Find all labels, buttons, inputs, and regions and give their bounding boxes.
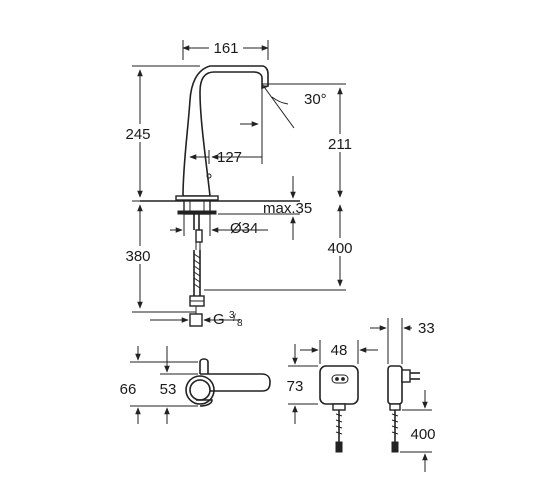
faucet-base [175, 195, 219, 201]
faucet-body [182, 65, 269, 197]
faucet-side-view [140, 65, 300, 327]
label-127: 127 [217, 149, 242, 166]
label-161: 161 [213, 40, 238, 57]
dim-angle: 30° [261, 83, 327, 130]
svg-text:/: / [233, 313, 236, 324]
dim-deck-thickness: max.35 [218, 176, 312, 240]
dim-spout-width: 161 [182, 38, 269, 60]
label-thread-den: 8 [237, 318, 243, 329]
adapter-body [319, 365, 359, 405]
label-thread-g: G [213, 311, 225, 328]
label-angle: 30° [304, 91, 327, 108]
dim-height-above-deck: 245 [118, 65, 200, 198]
dim-top-53: 53 [160, 346, 198, 424]
label-380: 380 [125, 248, 150, 265]
label-400-hose: 400 [327, 240, 352, 257]
dim-adapter-depth: 33 [370, 318, 435, 364]
faucet-top-view [185, 358, 271, 407]
label-33: 33 [418, 320, 435, 337]
label-max35: max.35 [263, 200, 312, 217]
dim-top-66: 66 [120, 346, 198, 424]
dim-hose-length: 380 [118, 200, 196, 313]
label-thread-num: 3 [229, 310, 235, 321]
dim-hole-diameter: Ø34 [170, 214, 268, 237]
dim-hose-drop: 400 [204, 204, 360, 291]
label-53: 53 [160, 381, 177, 398]
supply-hose [189, 214, 205, 307]
thread-connector [189, 313, 203, 327]
label-48: 48 [331, 342, 348, 359]
dim-adapter-height: 73 [287, 344, 318, 424]
label-73: 73 [287, 378, 304, 395]
label-400-cable: 400 [410, 426, 435, 443]
dim-spout-reach: 127 [189, 121, 263, 166]
label-211: 211 [328, 136, 352, 153]
dim-thread: G 3 / 8 [150, 310, 243, 329]
label-245: 245 [125, 126, 150, 143]
label-66: 66 [120, 381, 137, 398]
dim-spout-height: 211 [268, 83, 360, 198]
adapter-front [319, 365, 359, 453]
dim-cable-length: 400 [400, 390, 442, 472]
adapter-side [387, 365, 420, 453]
label-d34: Ø34 [230, 220, 258, 237]
dim-adapter-width: 48 [300, 340, 378, 364]
